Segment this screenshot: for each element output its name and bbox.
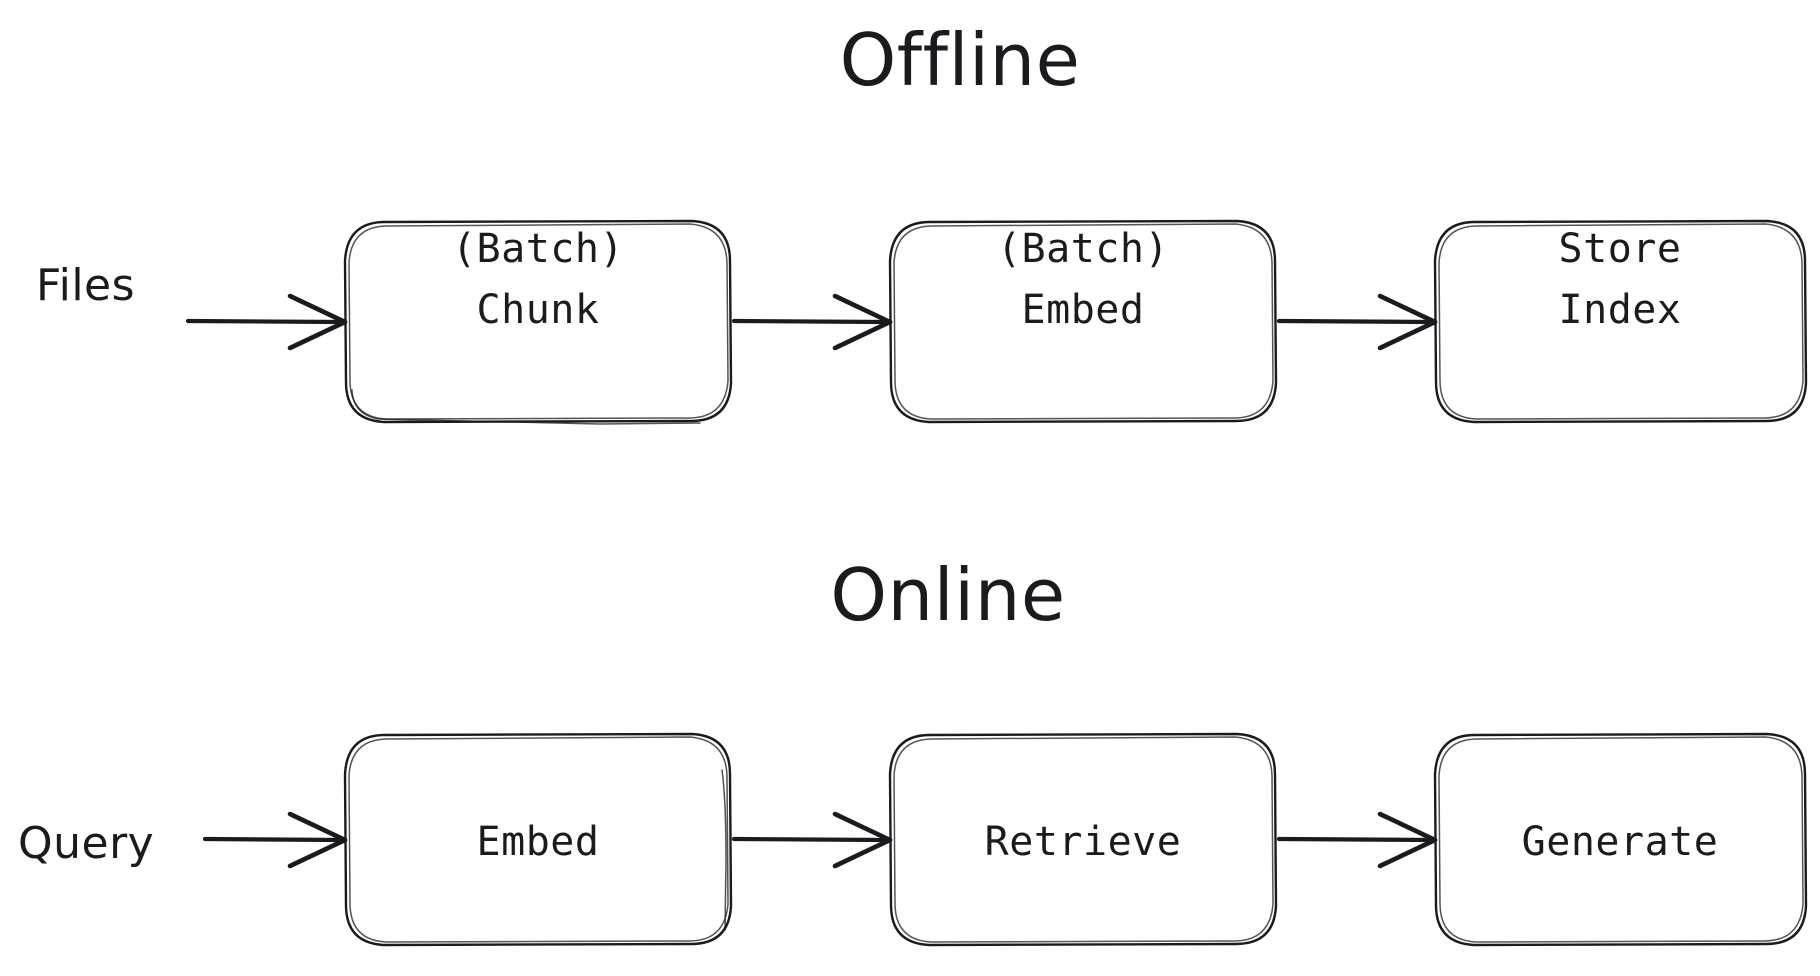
arrow-chunk-to-embed <box>731 293 893 351</box>
node-store-index-line1: Store <box>1559 226 1682 272</box>
node-batch-embed-line1: (Batch) <box>997 226 1169 272</box>
node-generate-label: Generate <box>1522 819 1719 865</box>
node-batch-chunk-line1: (Batch) <box>452 226 624 272</box>
node-embed-label: Embed <box>477 819 600 865</box>
arrow-embed-to-retrieve <box>731 811 893 869</box>
arrow-files-to-chunk <box>185 293 348 351</box>
node-store-index-line2: Index <box>1559 287 1682 333</box>
node-retrieve[interactable]: Retrieve <box>888 732 1278 947</box>
online-section-title: Online <box>830 553 1065 637</box>
node-batch-embed-line2: Embed <box>1022 287 1145 333</box>
arrow-embed-to-store <box>1276 293 1438 351</box>
node-retrieve-label: Retrieve <box>985 819 1182 865</box>
arrow-retrieve-to-generate <box>1276 811 1438 869</box>
node-generate[interactable]: Generate <box>1433 732 1808 947</box>
node-batch-embed[interactable]: (Batch) Embed <box>888 219 1278 424</box>
query-source-label: Query <box>18 818 154 869</box>
node-embed[interactable]: Embed <box>343 732 733 947</box>
section-online: Online Query Embed <box>18 553 1808 947</box>
node-store-index[interactable]: Store Index <box>1433 219 1808 424</box>
arrow-query-to-embed <box>202 811 348 869</box>
section-offline: Offline Files (Batch) Chunk <box>36 18 1808 425</box>
node-batch-chunk-line2: Chunk <box>477 287 600 333</box>
offline-section-title: Offline <box>840 18 1081 102</box>
files-source-label: Files <box>36 260 135 311</box>
node-batch-chunk[interactable]: (Batch) Chunk <box>343 219 733 425</box>
